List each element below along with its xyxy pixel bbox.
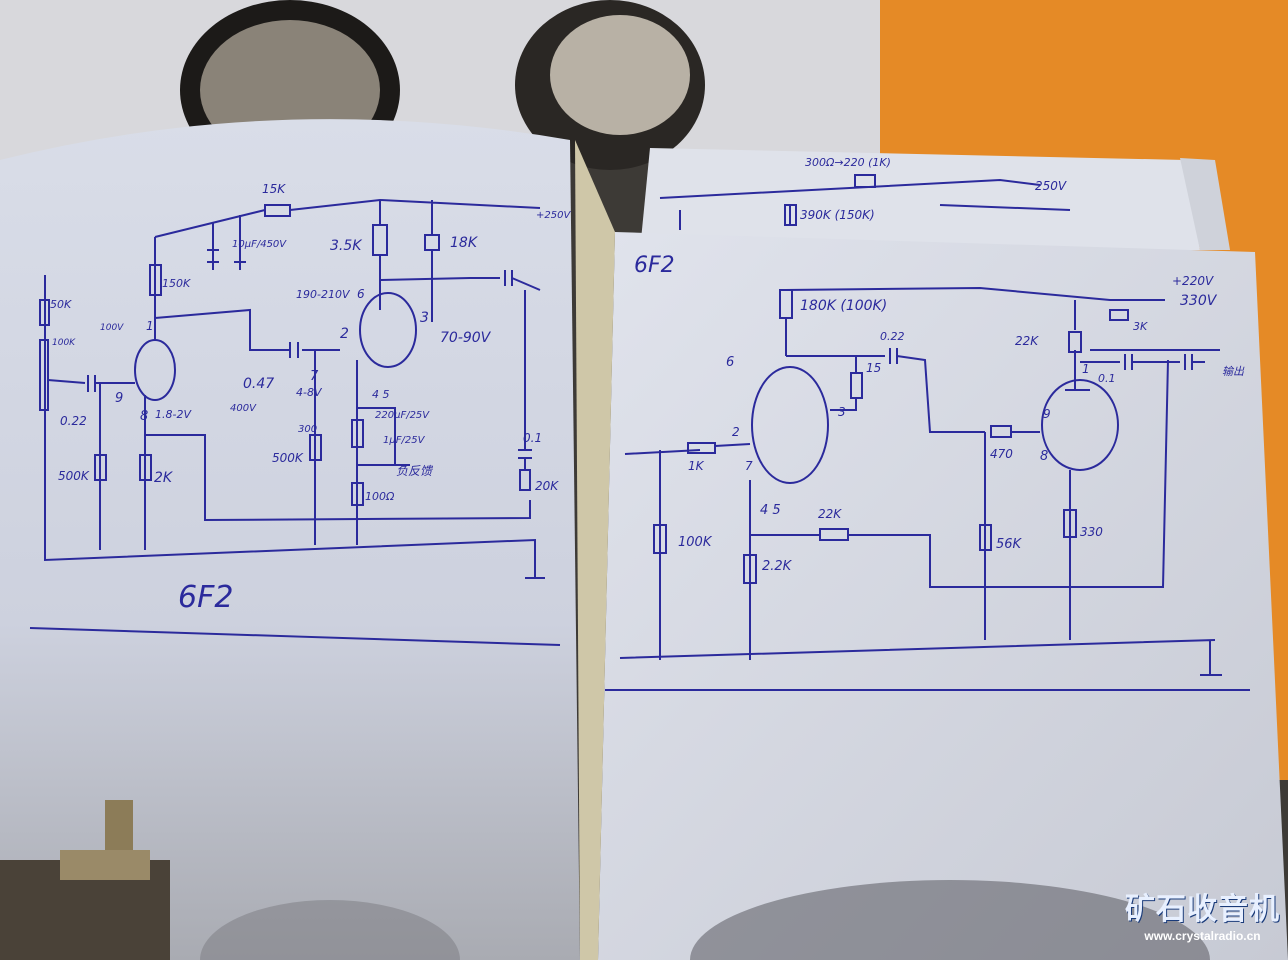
- label-pins45-right: 4 5: [760, 503, 781, 518]
- resistor-18k: [424, 234, 440, 251]
- left-page: [0, 119, 580, 960]
- label-4-8v: 4-8V: [296, 386, 323, 399]
- label-0-1-right: 0.1: [1098, 372, 1116, 385]
- hand-shadow: [690, 880, 1210, 960]
- label-0-1: 0.1: [523, 431, 542, 445]
- resistor-500k-a: [94, 454, 107, 481]
- label-pin6-right: 6: [726, 355, 734, 370]
- resistor-100-ohm: [351, 482, 364, 506]
- resistor-500k-b: [309, 434, 322, 461]
- resistor-50k: [39, 299, 50, 326]
- label-18k: 18K: [450, 235, 479, 251]
- label-100-ohm: 100Ω: [365, 490, 395, 503]
- resistor-22k-top: [1068, 331, 1082, 353]
- label-output: 输出: [1222, 365, 1245, 378]
- ground-rail: [619, 639, 1222, 676]
- label-100k: 100K: [678, 535, 713, 550]
- resistor-100k: [653, 524, 667, 554]
- label-pins45: 4 5: [372, 388, 390, 401]
- right-schematic-labels: 6F2 180K (100K) +220V 330V 0.22 22K 3K 6…: [634, 253, 1245, 574]
- label-470: 470: [990, 447, 1013, 461]
- label-330: 330: [1080, 525, 1103, 539]
- resistor-15k: [264, 204, 291, 217]
- label-70v: 70-90V: [440, 330, 492, 346]
- resistor-330: [1063, 509, 1077, 538]
- label-pin6: 6: [357, 287, 365, 301]
- label-2-2k: 2.2K: [762, 559, 793, 574]
- resistor-150k: [149, 264, 162, 296]
- label-500k-b: 500K: [272, 451, 304, 465]
- label-3k: 3K: [1133, 320, 1148, 333]
- label-20k: 20K: [535, 479, 559, 493]
- label-top-resistor: 300Ω→220 (1K): [805, 156, 891, 169]
- label-250v-bg: 250V: [1035, 179, 1067, 193]
- label-0-22-right: 0.22: [880, 330, 905, 343]
- label-1uf: 1μF/25V: [383, 435, 426, 446]
- label-pin2-right: 2: [732, 425, 740, 439]
- resistor-20k: [519, 469, 531, 491]
- label-pin8: 8: [140, 409, 148, 424]
- watermark-name: 矿石收音机: [1125, 893, 1280, 926]
- label-pin3-right: 3: [838, 405, 846, 419]
- label-3-5k: 3.5K: [330, 238, 363, 254]
- label-15k: 15K: [262, 182, 286, 196]
- label-pin7: 7: [310, 369, 319, 384]
- resistor-2k: [139, 454, 152, 481]
- label-pin9-right: 9: [1043, 407, 1051, 421]
- right-schematic-wires: [605, 174, 1250, 691]
- left-title: 6F2: [178, 580, 233, 615]
- resistor-3k: [1109, 309, 1129, 321]
- label-pin1-right: 1: [1082, 362, 1090, 376]
- left-schematic-labels: 15K 10μF/450V 3.5K 18K +250V 150K 50K 10…: [50, 182, 571, 615]
- right-title: 6F2: [634, 253, 675, 278]
- label-pin8-right: 8: [1040, 449, 1048, 464]
- label-15: 15: [866, 361, 881, 375]
- label-150k: 150K: [162, 277, 191, 290]
- background-sheet-labels: 300Ω→220 (1K) 390K (150K) 250V: [800, 156, 1067, 222]
- resistor-56k: [979, 524, 992, 551]
- label-22k-top: 22K: [1015, 334, 1039, 348]
- label-pin1: 1: [146, 319, 154, 333]
- label-400v: 400V: [230, 403, 257, 414]
- watermark-logo: 矿石收音机 www.crystalradio.cn: [1125, 892, 1280, 944]
- label-500k-a: 500K: [58, 469, 90, 483]
- left-page-rule: [29, 627, 561, 646]
- label-0-47: 0.47: [243, 376, 274, 392]
- label-50k: 50K: [50, 298, 72, 311]
- potentiometer-object: [0, 800, 170, 960]
- label-100k-pot: 100K: [52, 338, 76, 348]
- label-390k: 390K (150K): [800, 208, 875, 222]
- label-2k: 2K: [154, 470, 174, 486]
- label-220uf: 220μF/25V: [375, 410, 430, 421]
- label-pin9: 9: [115, 391, 123, 406]
- resistor-2-2k: [743, 554, 757, 584]
- left-schematic-wires: [29, 198, 561, 646]
- label-190v: 190-210V: [296, 288, 351, 301]
- label-330v: 330V: [1180, 293, 1218, 309]
- top-sheet-resistor: [854, 174, 876, 188]
- label-1-8v: 1.8-2V: [155, 408, 192, 421]
- label-1k: 1K: [688, 459, 705, 473]
- label-220v: +220V: [1172, 274, 1214, 288]
- label-300: 300: [298, 424, 317, 435]
- label-180k: 180K (100K): [800, 298, 887, 314]
- label-22k: 22K: [818, 507, 842, 521]
- resistor-300: [351, 419, 364, 448]
- label-feedback: 负反馈: [396, 464, 434, 478]
- label-pin2: 2: [340, 326, 349, 342]
- label-56k: 56K: [996, 537, 1023, 552]
- resistor-22k: [819, 528, 849, 541]
- right-page: [598, 232, 1288, 960]
- watermark-url: www.crystalradio.cn: [1144, 929, 1261, 943]
- label-100v: 100V: [100, 323, 124, 333]
- resistor-3-5k: [372, 224, 388, 256]
- label-250v: +250V: [536, 210, 571, 221]
- label-0-22: 0.22: [60, 414, 87, 428]
- background-sheet: [640, 148, 1200, 250]
- label-pin3: 3: [420, 310, 429, 326]
- label-10uf: 10μF/450V: [232, 239, 287, 250]
- resistor-390k: [784, 204, 797, 226]
- resistor-1k: [687, 442, 716, 454]
- label-pin7-right: 7: [745, 459, 753, 473]
